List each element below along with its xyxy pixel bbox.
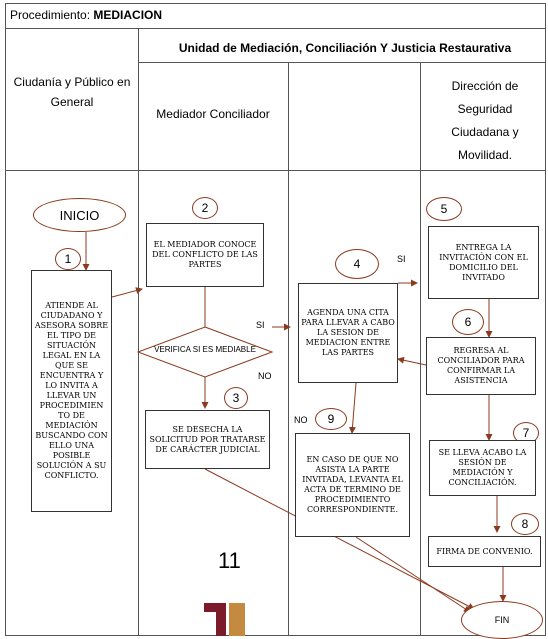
step-number-9: 9 <box>315 408 347 430</box>
step-box-9: EN CASO DE QUE NO ASISTA LA PARTE INVITA… <box>295 433 410 537</box>
step-number-5: 5 <box>426 197 462 221</box>
step-box-3: SE DESECHA LA SOLICITUD POR TRATARSE DE … <box>145 410 270 469</box>
header-divider <box>5 28 546 29</box>
decision-label: VERIFICA SI ES MEDIABLE <box>154 345 256 354</box>
step-box-7: SE LLEVA ACABO LA SESIÓN DE MEDIACIÓN Y … <box>429 440 536 496</box>
columns-divider <box>5 170 546 171</box>
start-terminal: INICIO <box>33 198 126 232</box>
step-box-5: ENTREGA LA INVITACIÓN CON EL DOMICILIO D… <box>428 226 539 299</box>
col-separator-2 <box>288 62 289 636</box>
no-label-1: NO <box>258 371 272 381</box>
step-number-6: 6 <box>452 309 484 335</box>
step-number-8: 8 <box>511 513 539 535</box>
unit-title: Unidad de Mediación, Conciliación Y Just… <box>178 41 512 55</box>
step-number-4: 4 <box>335 249 379 279</box>
decision-diamond <box>136 326 274 378</box>
no-label-2: NO <box>294 415 308 425</box>
step-box-8: FIRMA DE CONVENIO. <box>428 536 541 567</box>
unit-divider <box>138 62 546 63</box>
arrow-6-to-4 <box>397 356 427 366</box>
yes-label-2: SI <box>397 254 406 264</box>
step-box-1: ATIENDE AL CIUDADANO Y ASESORA SOBRE EL … <box>31 270 112 512</box>
end-terminal: FIN <box>461 601 543 639</box>
diagram-frame <box>5 3 546 636</box>
institution-logo <box>204 603 245 636</box>
column-header-public: Ciudanía y Público en General <box>13 75 131 109</box>
column-header-mediator: Mediador Conciliador <box>156 107 270 121</box>
step-box-4: AGENDA UNA CITA PARA LLEVAR A CABO LA SE… <box>298 283 398 383</box>
arrow-4-to-9 <box>348 382 357 434</box>
page-number: 11 <box>218 548 241 573</box>
col-separator-1 <box>138 28 139 636</box>
arrow-9-to-fin <box>355 536 471 613</box>
step-box-2: EL MEDIADOR CONOCE DEL CONFLICTO DE LAS … <box>146 223 264 287</box>
step-number-1: 1 <box>55 248 81 270</box>
step-number-3: 3 <box>224 387 248 409</box>
yes-label-1: SI <box>256 320 265 330</box>
arrow-1-to-2 <box>111 287 143 298</box>
procedure-title: Procedimiento: MEDIACION <box>10 8 162 22</box>
procedure-label: Procedimiento: <box>10 8 91 22</box>
procedure-name: MEDIACION <box>93 8 163 22</box>
step-number-2: 2 <box>192 197 218 219</box>
column-header-direction: Dirección de Seguridad Ciudadana y Movil… <box>451 79 519 162</box>
col-separator-3 <box>420 62 421 636</box>
step-box-6: REGRESA AL CONCILIADOR PARA CONFIRMAR LA… <box>426 337 536 395</box>
